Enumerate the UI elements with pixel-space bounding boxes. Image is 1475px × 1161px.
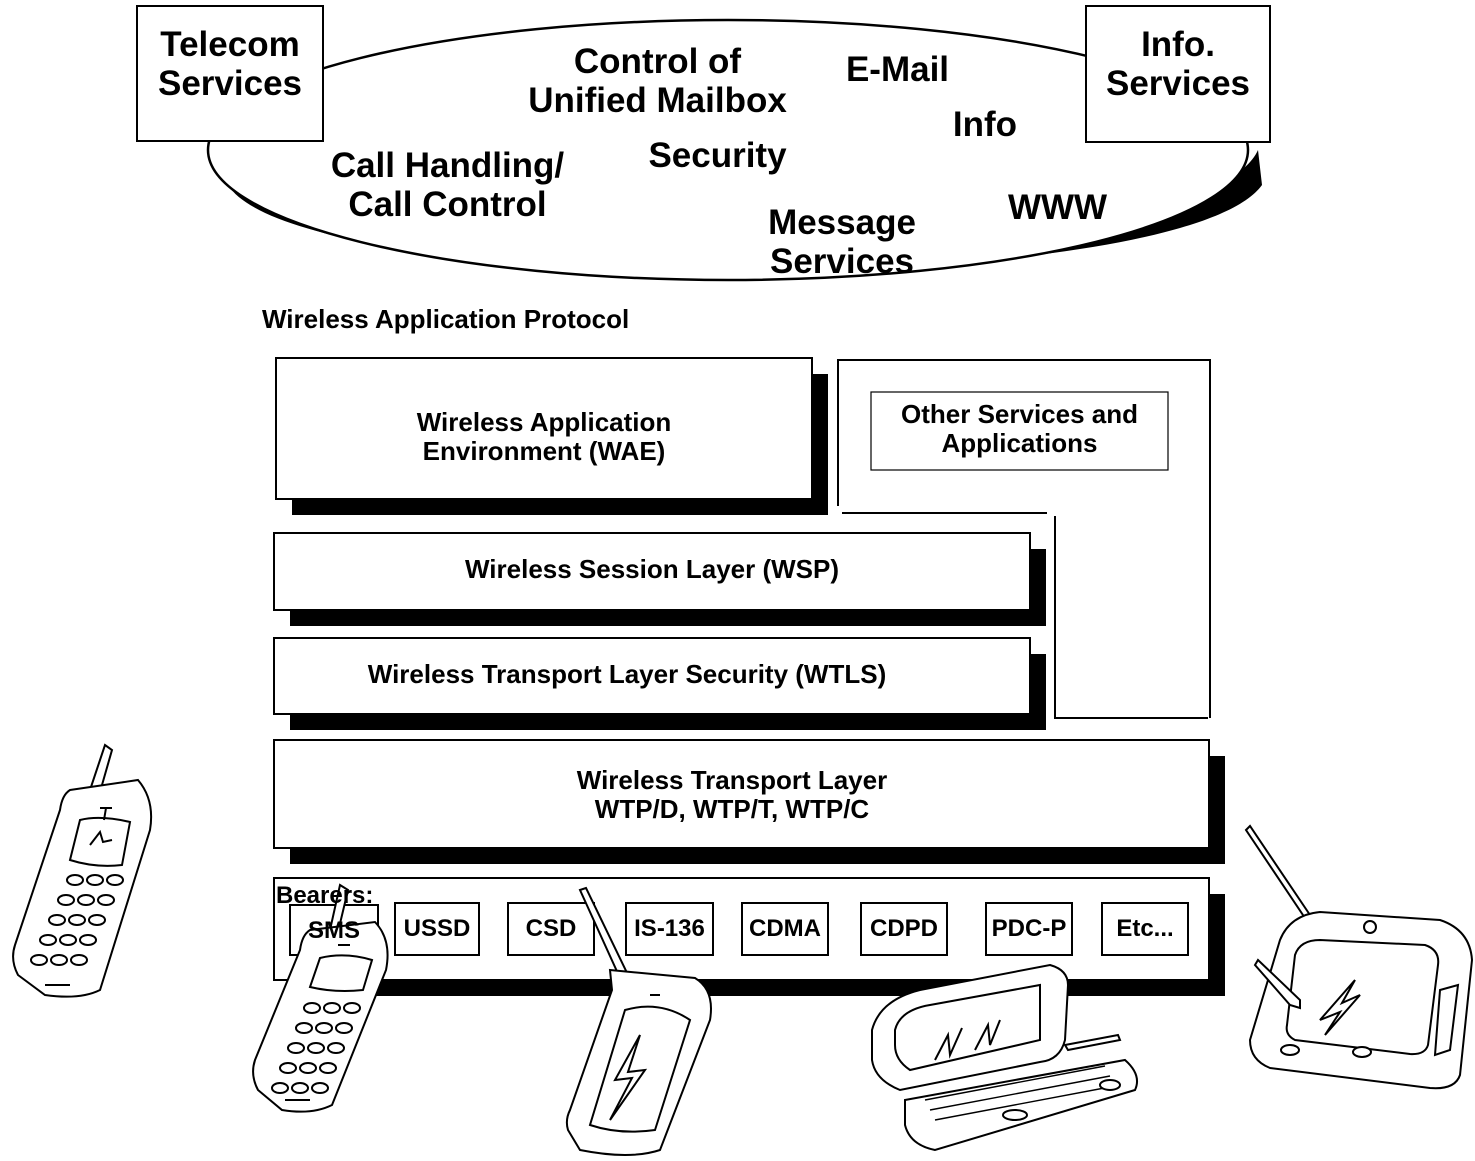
bearer-label-etc-: Etc...: [1116, 915, 1174, 942]
bearer-box-5: [860, 902, 948, 956]
info-label: Info: [952, 105, 1018, 144]
bearer-label-ussd: USSD: [403, 915, 471, 942]
services-ellipse: [206, 18, 1262, 282]
bearer-label-sms: SMS: [307, 917, 360, 944]
bearer-box-6: [985, 902, 1073, 956]
keypad-key: [323, 1002, 341, 1014]
keypad-key: [66, 874, 84, 886]
laptop-icon: [871, 963, 1138, 1152]
bearer-box-2: [507, 902, 595, 956]
telecom-services-box: [136, 5, 324, 142]
keypad-key: [327, 1042, 345, 1054]
bearer-box-4: [741, 902, 829, 956]
keypad-key: [88, 914, 106, 926]
keypad-key: [311, 1082, 329, 1094]
keypad-key: [299, 1062, 317, 1074]
www-label: WWW: [1007, 188, 1108, 227]
wsp-label: Wireless Session Layer (WSP): [464, 554, 840, 584]
keypad-key: [335, 1022, 353, 1034]
keypad-key: [291, 1082, 309, 1094]
keypad-key: [271, 1082, 289, 1094]
bearer-label-cdpd: CDPD: [869, 915, 938, 942]
keypad-key: [70, 954, 88, 966]
call-handling-label: Call Handling/Call Control: [330, 146, 565, 225]
keypad-key: [39, 934, 57, 946]
bearer-box-3: [625, 902, 714, 956]
phone-center-icon: [252, 883, 389, 1113]
wtp-layer: [273, 739, 1225, 864]
keypad-key: [30, 954, 48, 966]
keypad-key: [57, 894, 75, 906]
bearer-box-1: [394, 902, 480, 956]
smartphone-icon: [565, 886, 712, 1156]
bearers-label: Bearers:: [276, 882, 374, 909]
bearer-label-cdma: CDMA: [749, 915, 821, 942]
security-label: Security: [648, 136, 787, 175]
keypad-key: [315, 1022, 333, 1034]
info-services-box: [1085, 5, 1271, 143]
pda-icon: [1244, 824, 1474, 1090]
wsp-layer: [273, 532, 1046, 626]
keypad-key: [319, 1062, 337, 1074]
keypad-key: [295, 1022, 313, 1034]
wap-title: Wireless Application Protocol: [262, 304, 630, 334]
wtls-layer: [273, 637, 1046, 730]
keypad-key: [279, 1062, 297, 1074]
keypad-key: [48, 914, 66, 926]
keypad-key: [50, 954, 68, 966]
info-services-label: Info.Services: [1105, 25, 1251, 104]
bearer-label-csd: CSD: [525, 915, 577, 942]
keypad-key: [106, 874, 124, 886]
keypad-key: [79, 934, 97, 946]
keypad-key: [287, 1042, 305, 1054]
keypad-key: [77, 894, 95, 906]
wtls-label: Wireless Transport Layer Security (WTLS): [367, 659, 887, 689]
keypad-key: [343, 1002, 361, 1014]
wae-layer: [275, 357, 828, 515]
email-label: E-Mail: [845, 50, 950, 89]
keypad-key: [307, 1042, 325, 1054]
other-services-frame: [837, 359, 1211, 719]
keypad-key: [97, 894, 115, 906]
bearer-label-is-136: IS-136: [634, 915, 705, 942]
keypad-key: [59, 934, 77, 946]
bearer-box-7: [1101, 902, 1189, 956]
other-services-box: [870, 391, 1169, 471]
keypad-key: [68, 914, 86, 926]
keypad-key: [303, 1002, 321, 1014]
keypad-key: [86, 874, 104, 886]
phone-left-icon: [12, 743, 153, 998]
bearer-label-pdc-p: PDC-P: [991, 915, 1067, 942]
